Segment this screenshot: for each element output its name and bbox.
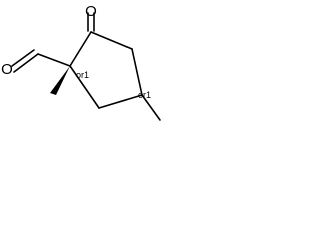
bond-cho-o-double-a [13, 53, 39, 73]
bond-layer [11, 12, 161, 121]
ketone-oxygen-label: O [85, 3, 97, 20]
stereo-label-c1: or1 [76, 70, 89, 80]
bond-c1-cho [37, 53, 71, 67]
stereo-label-c4: or1 [138, 90, 151, 100]
bond-c2-c3 [90, 31, 133, 50]
bond-c4-methyl [141, 94, 161, 121]
aldehyde-oxygen-label: O [1, 61, 13, 78]
bond-c3-c4 [131, 48, 143, 96]
structure-canvas: O O or1 or1 [0, 0, 176, 130]
bond-c4-c5 [98, 94, 143, 109]
bond-c1-c2 [69, 31, 92, 67]
bond-cho-o-double-b [11, 49, 35, 67]
wedge-bond-c1-methyl [50, 66, 70, 95]
molecule-structure: O O or1 or1 [1, 3, 161, 121]
bond-c5-c1 [69, 65, 100, 109]
